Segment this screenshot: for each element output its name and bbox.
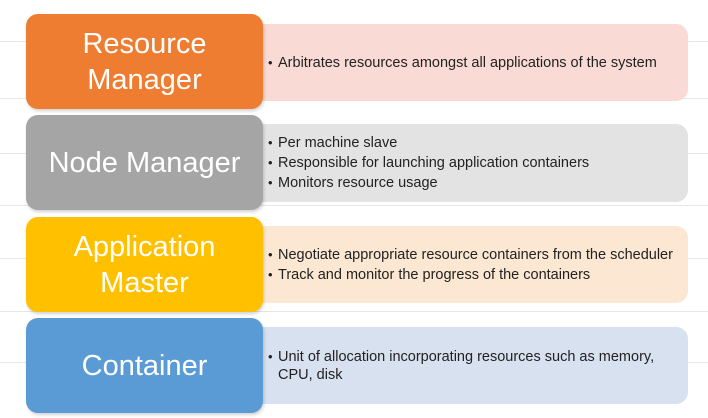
- bullet-item: Track and monitor the progress of the co…: [268, 266, 674, 284]
- bullet-item: Responsible for launching application co…: [268, 154, 674, 172]
- description-box: Arbitrates resources amongst all applica…: [240, 24, 688, 101]
- component-title: Application Master: [73, 230, 216, 299]
- description-box: Per machine slave Responsible for launch…: [240, 124, 688, 202]
- bullet-item: Unit of allocation incorporating resourc…: [268, 348, 674, 384]
- bullet-list: Arbitrates resources amongst all applica…: [268, 52, 674, 74]
- component-title: Resource Manager: [82, 27, 207, 96]
- component-label: Node Manager: [26, 115, 263, 210]
- bullet-list: Unit of allocation incorporating resourc…: [268, 346, 674, 386]
- component-title: Node Manager: [48, 146, 241, 179]
- component-label: Application Master: [26, 217, 263, 312]
- description-box: Negotiate appropriate resource container…: [240, 226, 688, 303]
- component-title: Container: [81, 349, 208, 382]
- bullet-item: Arbitrates resources amongst all applica…: [268, 54, 674, 72]
- bullet-item: Monitors resource usage: [268, 174, 674, 192]
- bullet-list: Negotiate appropriate resource container…: [268, 244, 674, 286]
- description-box: Unit of allocation incorporating resourc…: [240, 327, 688, 404]
- bullet-item: Per machine slave: [268, 134, 674, 152]
- component-label: Resource Manager: [26, 14, 263, 109]
- background-gridline: [0, 205, 708, 206]
- bullet-list: Per machine slave Responsible for launch…: [268, 132, 674, 194]
- bullet-item: Negotiate appropriate resource container…: [268, 246, 674, 264]
- background-gridline: [0, 311, 708, 312]
- component-label: Container: [26, 318, 263, 413]
